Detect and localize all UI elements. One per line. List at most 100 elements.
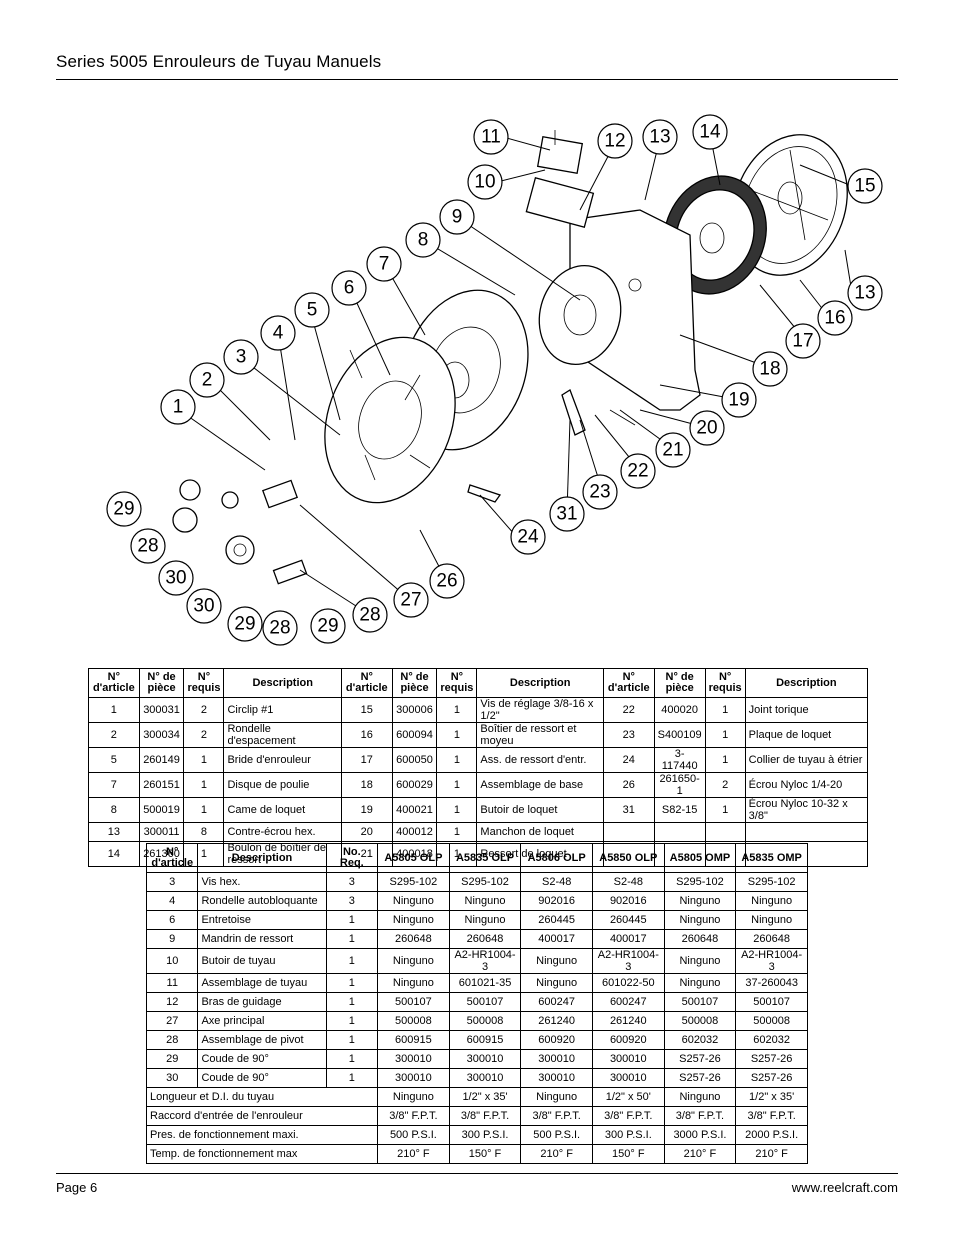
item-number-cell: 15	[340, 697, 393, 723]
spec-value-cell: 3/8" F.P.T.	[735, 1106, 808, 1126]
col-qty: N° requis	[436, 668, 478, 698]
description-cell: Plaque de loquet	[744, 722, 869, 748]
model-part-cell: 500008	[663, 1011, 737, 1031]
model-part-cell: 260648	[735, 929, 808, 949]
model-part-cell: 300010	[591, 1049, 665, 1069]
qty-cell: 1	[436, 772, 478, 798]
part-number-cell: 400021	[391, 797, 438, 823]
callout-22: 22	[620, 453, 656, 489]
qty-cell: 1	[704, 797, 746, 823]
model-part-cell: Ninguno	[663, 948, 737, 974]
model-part-cell: 300010	[448, 1068, 522, 1088]
callout-29: 29	[310, 608, 346, 644]
description-cell: Collier de tuyau à étrier	[744, 747, 869, 773]
model-part-cell: Ninguno	[448, 910, 522, 930]
item-number-cell: 7	[88, 772, 140, 798]
model-part-cell: 602032	[735, 1030, 808, 1050]
callout-19: 19	[721, 382, 757, 418]
spec-value-cell: 150° F	[448, 1144, 522, 1164]
model-part-cell: Ninguno	[663, 973, 737, 993]
model-part-cell: 500107	[663, 992, 737, 1012]
parts-table-common: N° d'article N° de pièce N° requis Descr…	[88, 668, 869, 867]
qty-cell: 1	[436, 697, 478, 723]
part-number-cell: 3-117440	[653, 747, 706, 773]
latch-parts	[467, 389, 636, 503]
header-divider	[56, 79, 898, 80]
exploded-parts-diagram: 1 2 3 4 5 6 7 8 9 10 11 12 13 14 15 13 1…	[106, 114, 883, 646]
model-part-cell: S257-26	[663, 1049, 737, 1069]
svg-text:15: 15	[854, 176, 875, 197]
spec-label-cell: Longueur et D.I. du tuyau	[145, 1087, 379, 1107]
model-part-cell: S257-26	[735, 1068, 808, 1088]
model-part-cell: 300010	[520, 1049, 593, 1069]
svg-text:2: 2	[202, 370, 213, 391]
qty-cell: 2	[183, 697, 225, 723]
item-number-cell: 5	[88, 747, 140, 773]
description-cell: Coude de 90°	[197, 1049, 327, 1069]
model-part-cell: Ninguno	[520, 973, 593, 993]
callout-29c: 29	[106, 491, 142, 527]
model-part-cell: Ninguno	[663, 910, 737, 930]
svg-text:24: 24	[517, 527, 539, 548]
callout-15: 15	[847, 168, 883, 204]
model-part-cell: 300010	[377, 1049, 450, 1069]
svg-text:20: 20	[696, 418, 717, 439]
item-number-cell: 8	[88, 797, 140, 823]
description-cell: Vis de réglage 3/8-16 x 1/2"	[476, 697, 604, 723]
model-part-cell: 300010	[591, 1068, 665, 1088]
part-number-cell: 260149	[138, 747, 185, 773]
callout-9: 9	[439, 199, 475, 235]
spec-value-cell: 210° F	[520, 1144, 593, 1164]
col-qty: N° requis	[183, 668, 225, 698]
qty-cell: 1	[325, 992, 379, 1012]
item-number-cell: 29	[145, 1049, 199, 1069]
spec-value-cell: 500 P.S.I.	[377, 1125, 450, 1145]
model-part-cell: 300010	[377, 1068, 450, 1088]
spec-value-cell: 500 P.S.I.	[520, 1125, 593, 1145]
callout-7: 7	[366, 246, 402, 282]
description-cell: Assemblage de base	[476, 772, 604, 798]
table-header-row: N° d'article N° de pièce N° requis Descr…	[88, 668, 869, 698]
model-part-cell: S295-102	[377, 872, 450, 892]
item-number-cell: 11	[145, 973, 199, 993]
model-part-cell: 600915	[377, 1030, 450, 1050]
model-part-cell: 500008	[377, 1011, 450, 1031]
item-number-cell: 14	[88, 841, 140, 867]
svg-text:10: 10	[474, 172, 495, 193]
svg-text:8: 8	[418, 230, 429, 251]
svg-text:18: 18	[759, 359, 780, 380]
qty-cell: 2	[704, 772, 746, 798]
qty-cell: 1	[436, 822, 478, 842]
part-number-cell: 400020	[653, 697, 706, 723]
svg-text:29: 29	[234, 614, 255, 635]
model-part-cell: S2-48	[591, 872, 665, 892]
item-number-cell: 12	[145, 992, 199, 1012]
model-part-cell: 600920	[591, 1030, 665, 1050]
spec-value-cell: 3/8" F.P.T.	[663, 1106, 737, 1126]
callout-4: 4	[260, 315, 296, 351]
col-item: N° d'article	[340, 668, 393, 698]
part-number-cell: 500019	[138, 797, 185, 823]
model-part-cell: A2-HR1004-3	[735, 948, 808, 974]
model-part-cell: 260648	[377, 929, 450, 949]
svg-text:28: 28	[359, 605, 380, 626]
qty-cell: 1	[436, 797, 478, 823]
column-header: N° d'article	[145, 843, 199, 873]
description-cell: Rondelle autobloquante	[197, 891, 327, 911]
item-number-cell: 27	[145, 1011, 199, 1031]
description-cell: Butoir de tuyau	[197, 948, 327, 974]
column-header: A5805 OMP	[663, 843, 737, 873]
svg-text:12: 12	[604, 131, 625, 152]
item-number-cell: 17	[340, 747, 393, 773]
callout-14: 14	[692, 114, 728, 150]
description-cell: Manchon de loquet	[476, 822, 604, 842]
model-part-cell: 500008	[448, 1011, 522, 1031]
